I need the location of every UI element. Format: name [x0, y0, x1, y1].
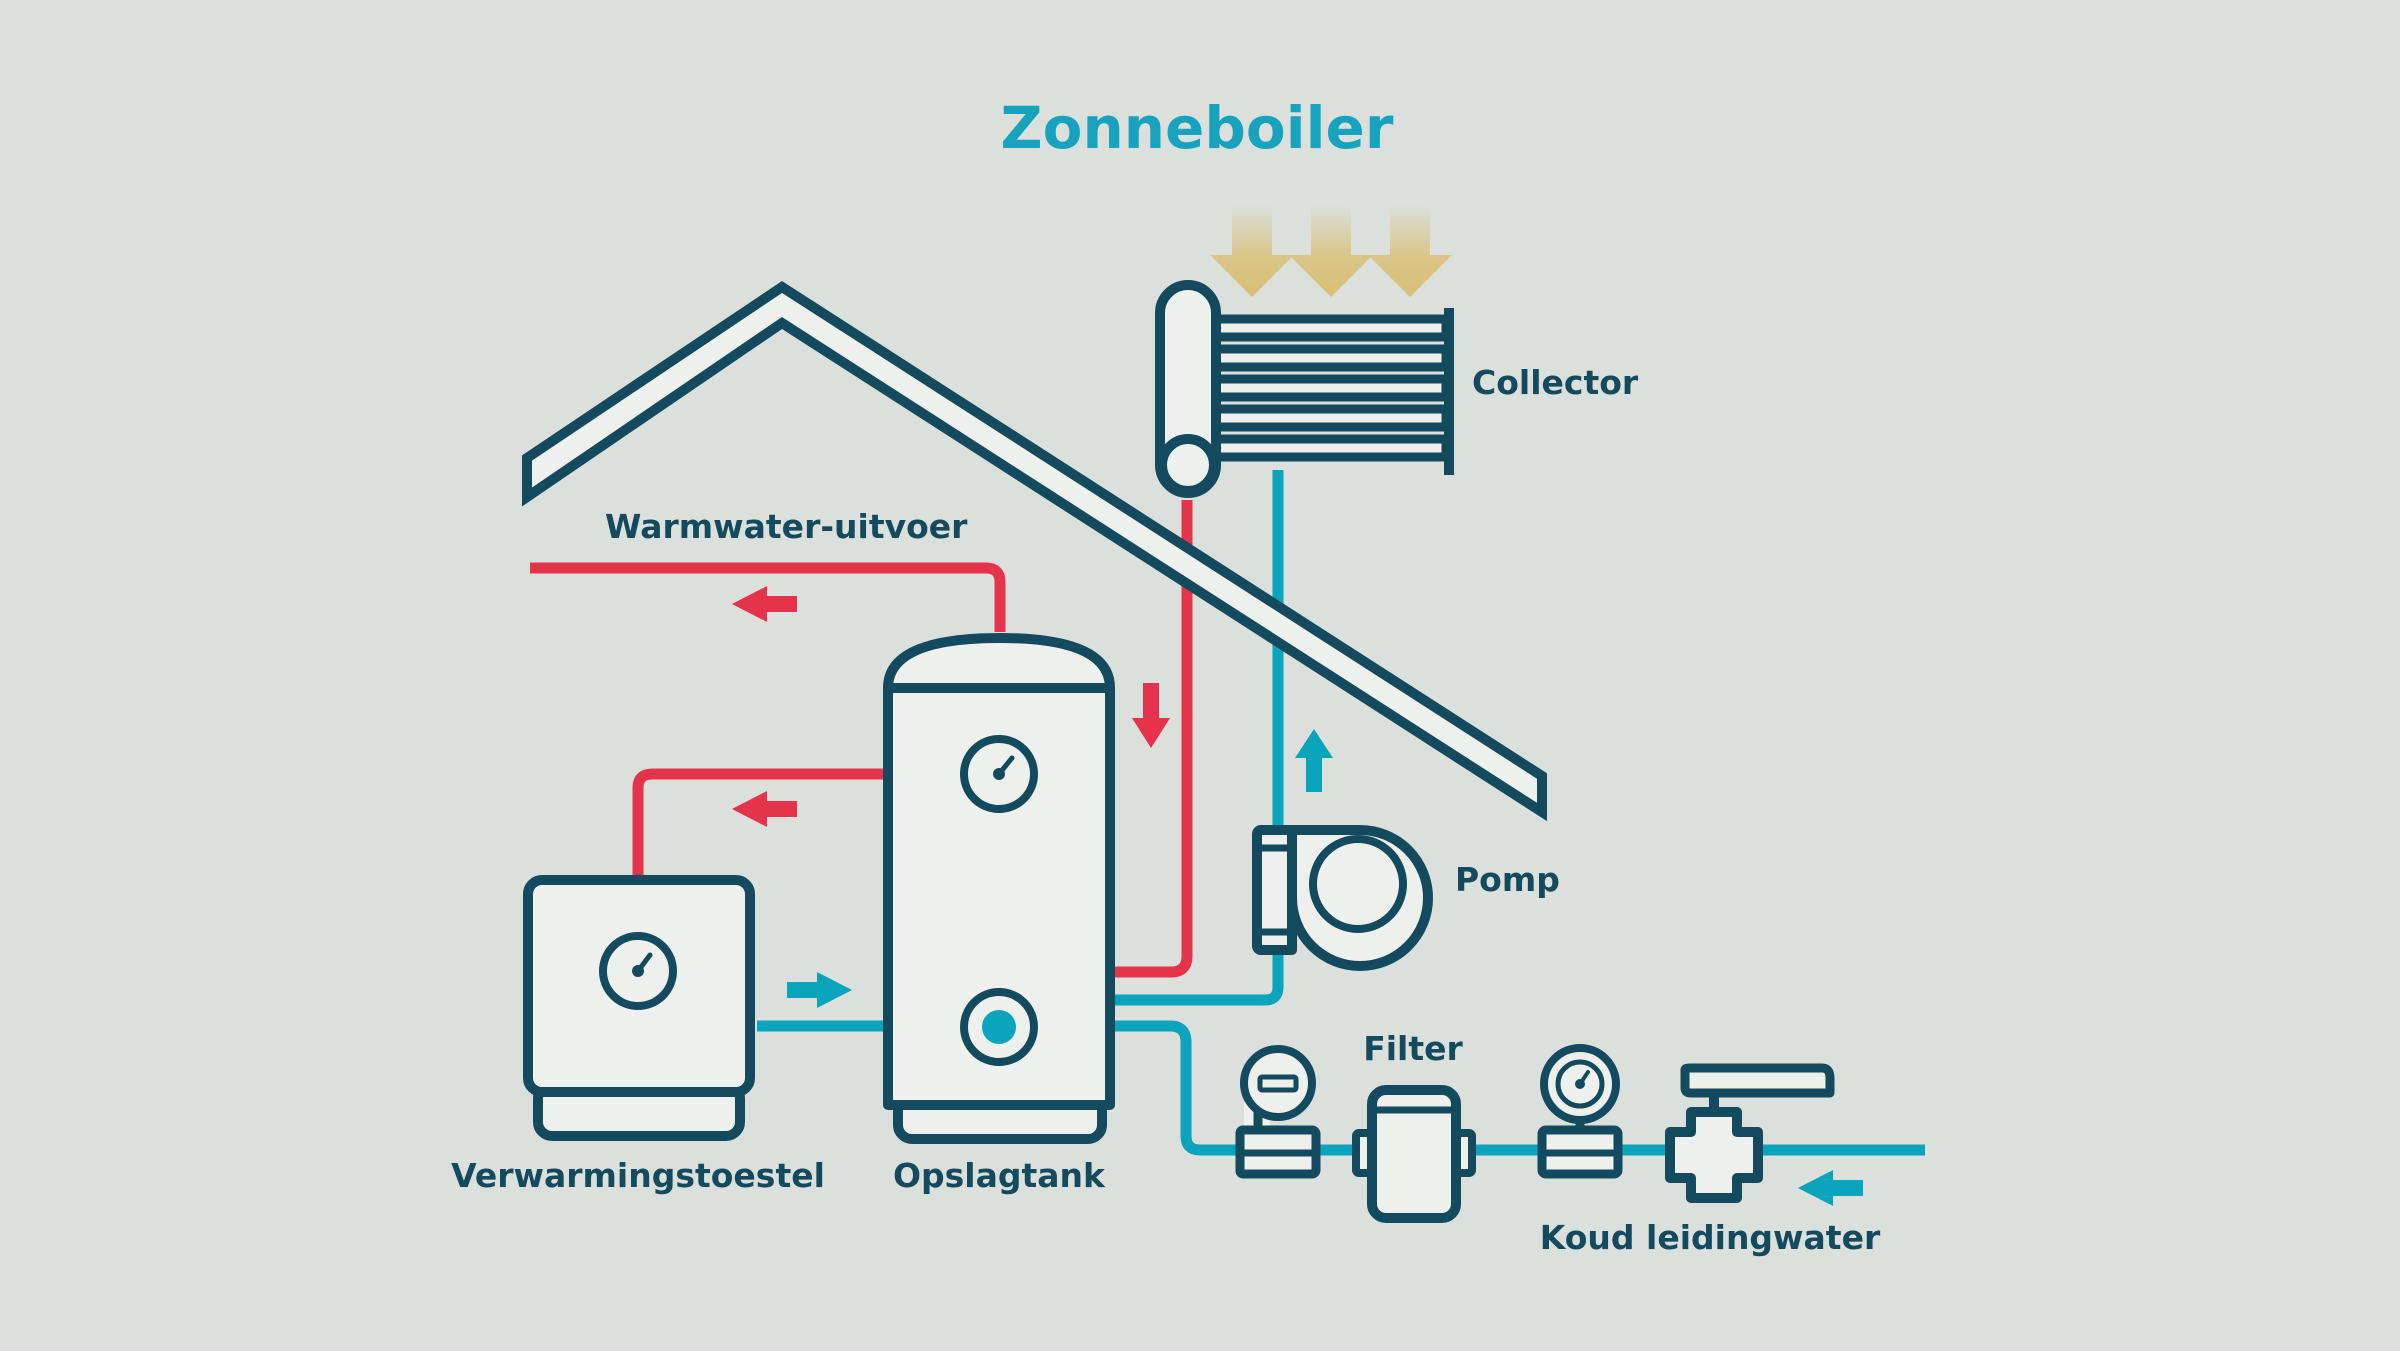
pump: [1252, 825, 1433, 971]
label-cold-tap-water: Koud leidingwater: [1540, 1218, 1881, 1257]
diagram-title: Zonneboiler: [1001, 94, 1394, 162]
label-pump: Pomp: [1455, 860, 1560, 899]
flow-arrows: [732, 586, 1863, 1206]
pipes: [530, 470, 1925, 1156]
label-heater: Verwarmingstoestel: [451, 1156, 825, 1195]
label-collector: Collector: [1472, 363, 1639, 402]
shutoff-valve-icon: [1665, 1063, 1835, 1203]
hot-water-out-pipe: [530, 562, 1006, 632]
thermometer-gauge-icon: [599, 932, 677, 1010]
storage-tank: [883, 633, 1115, 1144]
water-meter: [1235, 1045, 1321, 1179]
labels: Collector Warmwater-uitvoer Pomp Filter …: [451, 363, 1881, 1257]
label-hot-water-out: Warmwater-uitvoer: [605, 507, 968, 546]
heater-supply-pipe: [632, 768, 885, 880]
arrow-left-icon: [732, 791, 797, 827]
label-storage-tank: Opslagtank: [893, 1156, 1106, 1195]
arrow-down-icon: [1132, 683, 1170, 748]
sun-rays-icon: [1210, 205, 1452, 297]
pump-inlet-pipe: [1112, 950, 1284, 1006]
filter: [1352, 1085, 1476, 1223]
pressure-gauge: [1537, 1044, 1623, 1179]
arrow-left-icon: [732, 586, 797, 622]
cold-water-main-pipe: [1112, 1020, 1925, 1156]
heat-exchanger-coil-icon: [960, 988, 1038, 1066]
label-filter: Filter: [1363, 1029, 1463, 1068]
collector-return-pipe: [1112, 500, 1193, 978]
arrow-left-icon: [1798, 1170, 1863, 1206]
thermometer-gauge-icon: [960, 735, 1038, 813]
arrow-up-icon: [1295, 729, 1333, 792]
solar-collector: [1155, 280, 1454, 498]
roof: [522, 281, 1547, 822]
arrow-right-icon: [787, 972, 852, 1008]
heater: [523, 875, 755, 1141]
